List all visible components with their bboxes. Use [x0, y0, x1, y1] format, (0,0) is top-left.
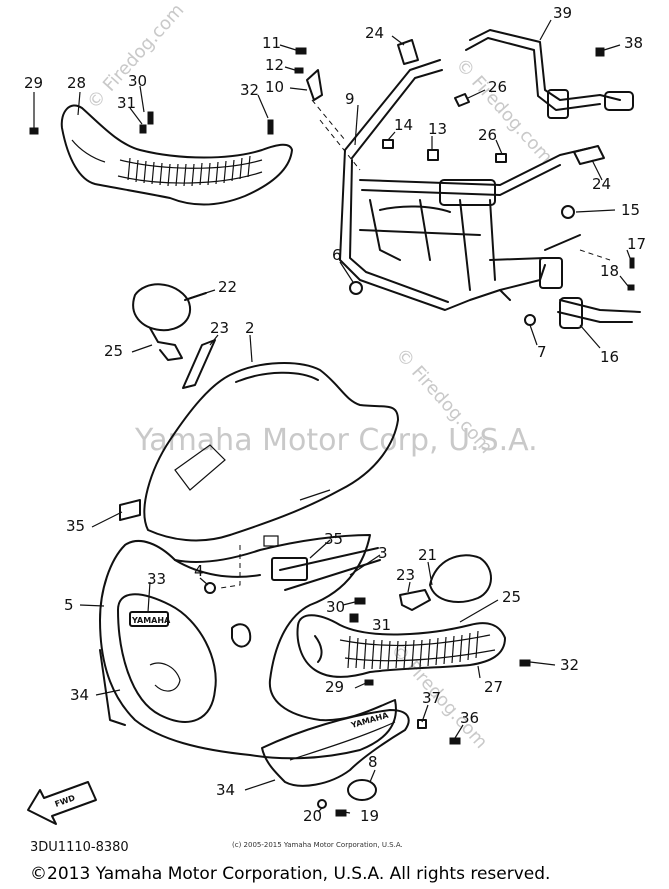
callout-25-upper: 25 [104, 342, 123, 360]
watermark-firedog: © Firedog.com [451, 54, 556, 168]
callout-38: 38 [624, 34, 643, 52]
callout-24-upper: 24 [365, 24, 384, 42]
callout-6: 6 [332, 246, 342, 264]
fasteners-upper [29, 39, 635, 326]
stay-16 [539, 234, 641, 329]
callout-34-lower: 34 [216, 781, 235, 799]
callout-32-lower: 32 [560, 656, 579, 674]
callout-36: 36 [460, 709, 479, 727]
callout-26-lower: 26 [478, 126, 497, 144]
callout-15: 15 [621, 201, 640, 219]
callout-27: 27 [484, 678, 503, 696]
drawing-code: 3DU1110-8380 [30, 840, 129, 855]
callout-numbers: 29 28 30 31 32 11 12 10 24 39 38 9 26 14… [24, 4, 646, 825]
lower-cowl-34: YAMAHA [261, 709, 410, 787]
callout-28: 28 [67, 74, 86, 92]
callout-31-lower: 31 [372, 616, 391, 634]
callout-24-lower: 24 [592, 175, 611, 193]
callout-33: 33 [147, 570, 166, 588]
callout-3: 3 [378, 544, 388, 562]
callout-26-upper: 26 [488, 78, 507, 96]
callout-37: 37 [422, 689, 441, 707]
callout-35-right: 35 [324, 530, 343, 548]
callout-35-left: 35 [66, 517, 85, 535]
callout-32-upper: 32 [240, 81, 259, 99]
strip-23 [182, 339, 216, 389]
callout-14: 14 [394, 116, 413, 134]
callout-30-upper: 30 [128, 72, 147, 90]
forward-arrow-label: FWD [54, 793, 77, 809]
callout-2: 2 [245, 319, 255, 337]
callout-4: 4 [194, 562, 204, 580]
callout-25-lower: 25 [502, 588, 521, 606]
callout-20: 20 [303, 807, 322, 825]
callout-31-upper: 31 [117, 94, 136, 112]
assembly-lines [219, 99, 611, 589]
callout-30-lower: 30 [326, 598, 345, 616]
callout-9: 9 [345, 90, 355, 108]
callout-39: 39 [553, 4, 572, 22]
callout-13: 13 [428, 120, 447, 138]
cowl-badge-yamaha: YAMAHA [131, 616, 171, 625]
callout-34-upper: 34 [70, 686, 89, 704]
callout-10: 10 [265, 78, 284, 96]
callout-11: 11 [262, 34, 281, 52]
callout-18: 18 [600, 262, 619, 280]
right-duct-27 [296, 614, 506, 678]
mirror-21 [399, 554, 492, 611]
callout-19: 19 [360, 807, 379, 825]
callout-29-upper: 29 [24, 74, 43, 92]
small-copyright: (c) 2005-2015 Yamaha Motor Corporation, … [232, 841, 403, 849]
forward-arrow: FWD [27, 781, 97, 825]
mirror-22 [132, 283, 207, 361]
left-duct-28 [60, 104, 293, 206]
cowling-5: YAMAHA [99, 534, 397, 760]
watermarks: Yamaha Motor Corp, U.S.A. © Firedog.com … [83, 0, 556, 753]
callout-12: 12 [265, 56, 284, 74]
footer-copyright: ©2013 Yamaha Motor Corporation, U.S.A. A… [30, 864, 550, 884]
callout-21: 21 [418, 546, 437, 564]
callout-23-upper: 23 [210, 319, 229, 337]
tape-35 [119, 499, 141, 521]
fasteners-lower [204, 582, 531, 817]
callout-8: 8 [368, 753, 378, 771]
leader-lines [33, 19, 631, 814]
callout-22: 22 [218, 278, 237, 296]
watermark-yamaha: Yamaha Motor Corp, U.S.A. [134, 423, 538, 458]
callout-23-lower: 23 [396, 566, 415, 584]
callout-17: 17 [627, 235, 646, 253]
callout-7: 7 [537, 343, 547, 361]
windscreen-2 [143, 362, 399, 542]
callout-16: 16 [600, 348, 619, 366]
callout-5: 5 [64, 596, 74, 614]
front-frame-9 [339, 59, 591, 311]
stay-39 [465, 29, 634, 119]
callout-29-lower: 29 [325, 678, 344, 696]
